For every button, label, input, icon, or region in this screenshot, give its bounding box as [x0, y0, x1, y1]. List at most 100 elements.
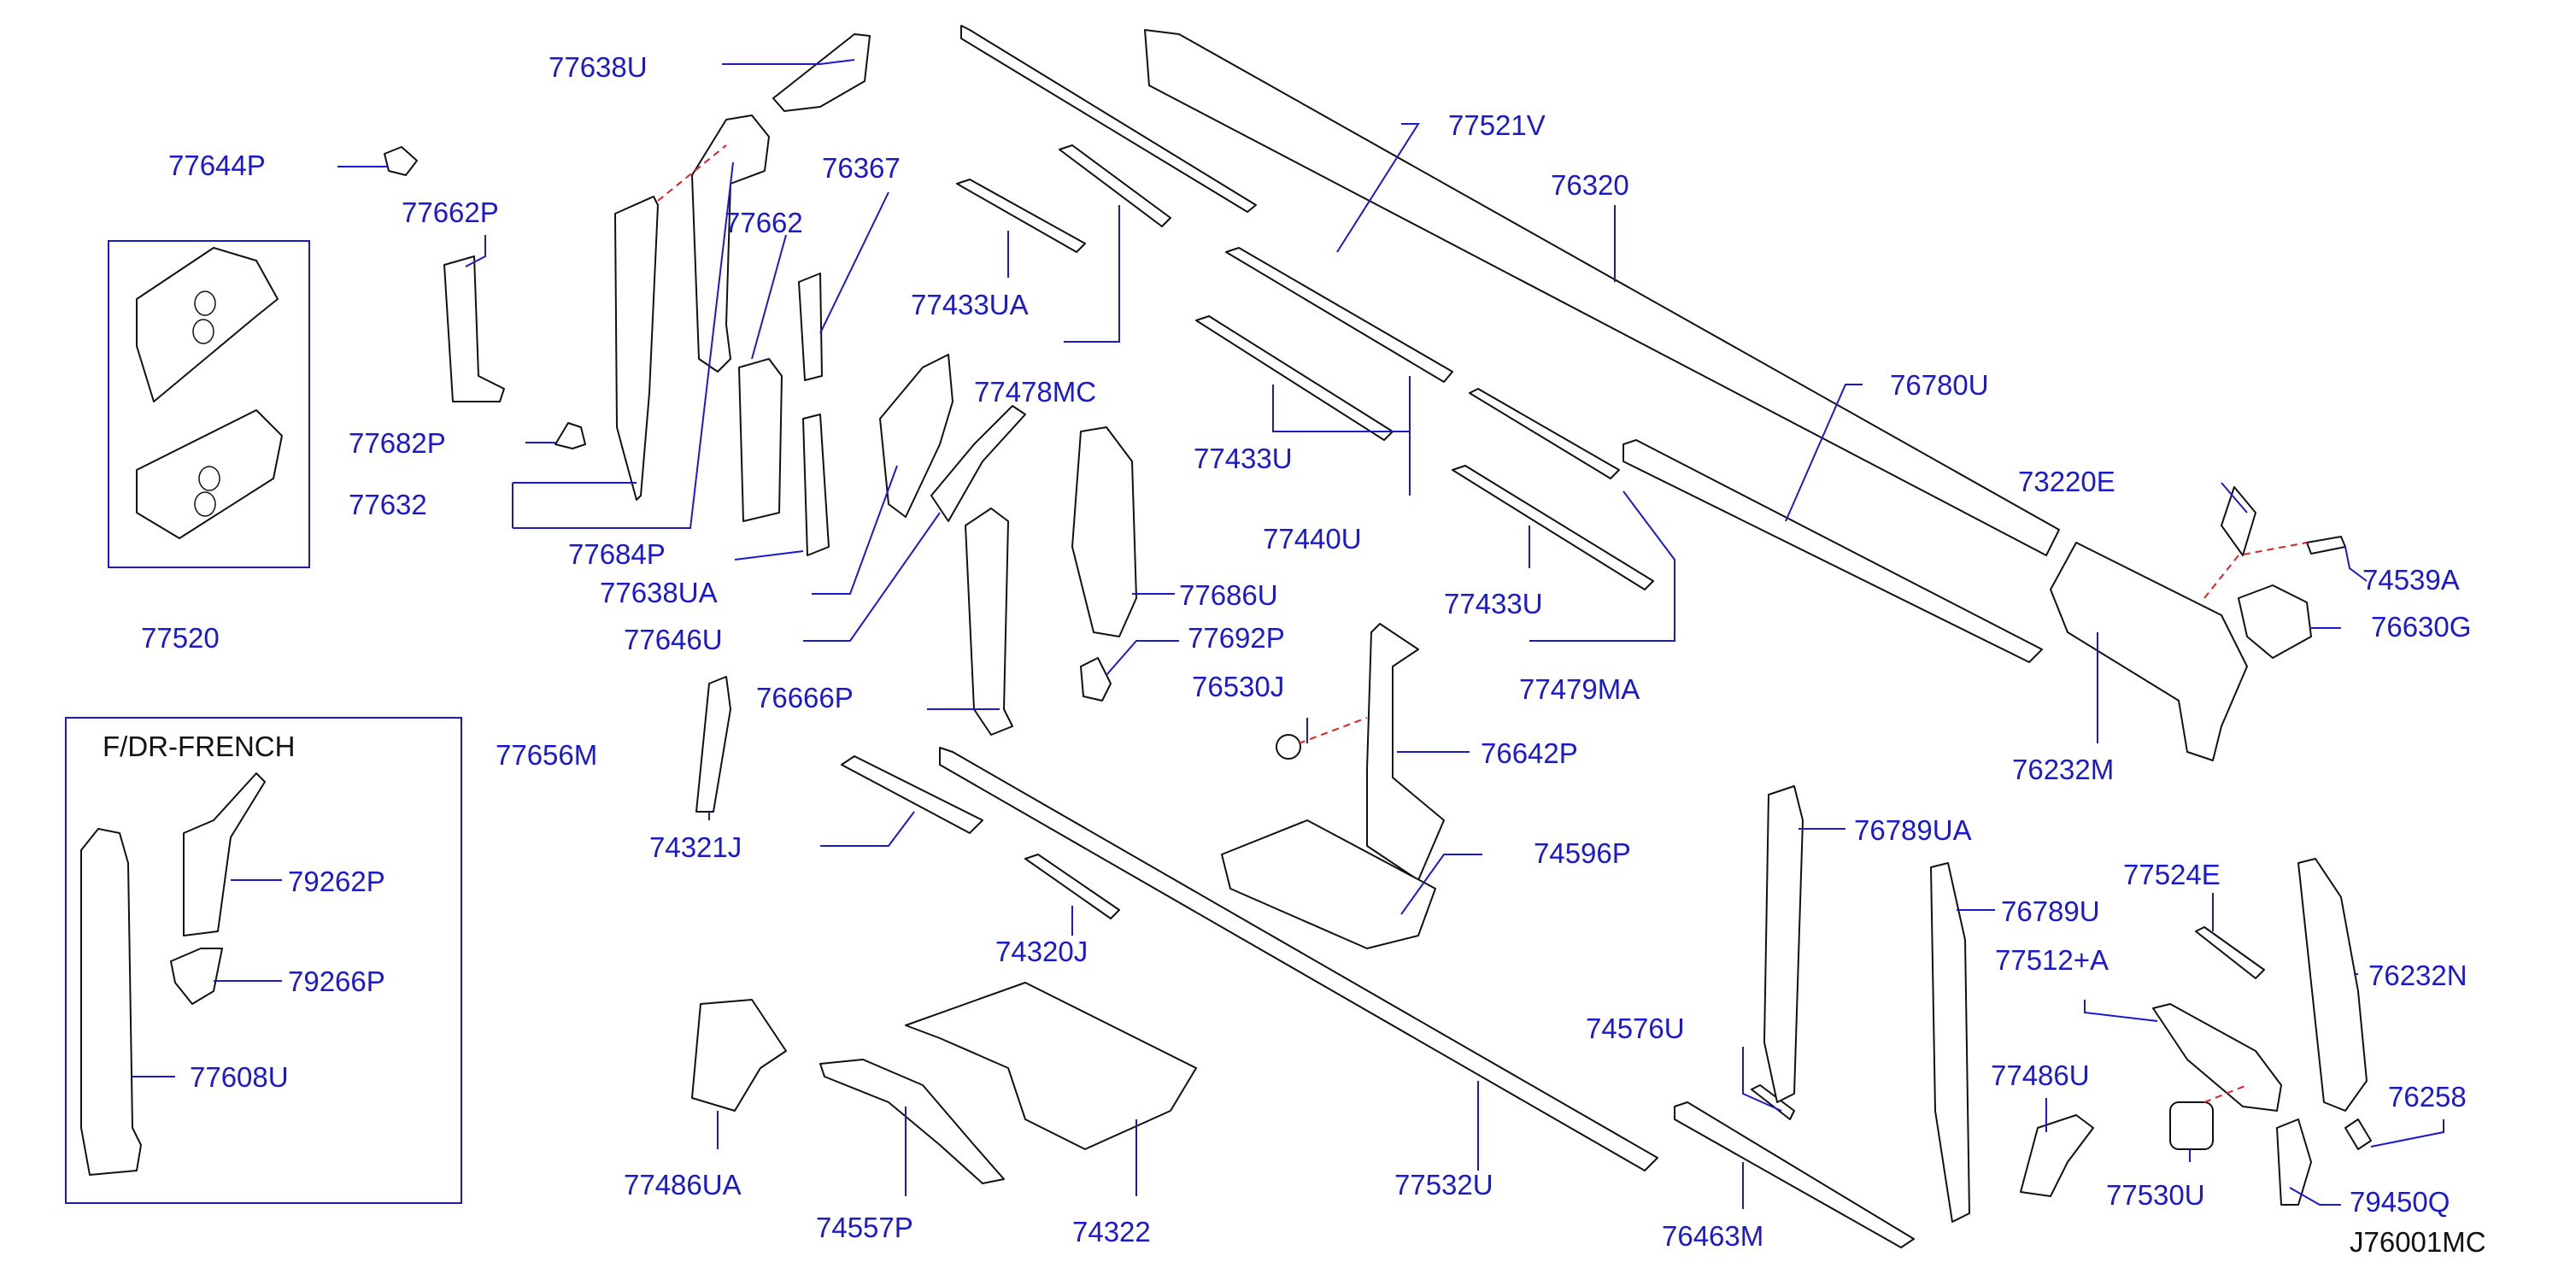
group-box-77520 [108, 240, 310, 568]
label-77530U: 77530U [2106, 1179, 2205, 1211]
part-76666P [965, 508, 1013, 736]
part-76463M [1674, 1101, 1915, 1248]
label-76666P: 76666P [756, 682, 854, 713]
part-79262P [183, 772, 266, 936]
label-79266P: 79266P [288, 966, 385, 997]
label-77532U: 77532U [1394, 1169, 1493, 1200]
part-79450Q [2276, 1118, 2312, 1206]
part-77486UA [691, 999, 787, 1112]
label-76232M: 76232M [2012, 754, 2114, 785]
part-77662P [443, 255, 505, 402]
label-77521V: 77521V [1448, 109, 1546, 141]
label-77433UA: 77433UA [911, 289, 1029, 320]
dashed-link-d [2203, 1084, 2248, 1103]
label-77686U: 77686U [1179, 579, 1278, 611]
part-77682P [555, 422, 586, 449]
part-76789U [1930, 862, 1970, 1223]
label-77692P: 77692P [1188, 622, 1285, 654]
label-79262P: 79262P [288, 866, 385, 897]
part-77686U [1071, 426, 1137, 637]
label-77486U: 77486U [1991, 1060, 2090, 1091]
part-76232M [2050, 542, 2248, 761]
label-77644P: 77644P [168, 150, 266, 181]
label-76789U: 76789U [2001, 895, 2100, 927]
label-77662P: 77662P [402, 197, 499, 228]
label-76780U: 76780U [1890, 369, 1989, 401]
part-76232N [2297, 858, 2368, 1112]
dashed-link-c [2203, 542, 2308, 599]
part-77646U-arm [930, 405, 1026, 522]
part-77524E [2195, 926, 2265, 979]
label-76258: 76258 [2388, 1081, 2467, 1112]
label-77632: 77632 [349, 489, 427, 520]
label-74596P: 74596P [1534, 837, 1631, 869]
part-76367 [798, 273, 823, 381]
part-77656M [695, 676, 731, 813]
part-77479MA [1469, 388, 1620, 479]
label-77662: 77662 [725, 207, 803, 238]
dashed-link-b [1298, 717, 1368, 744]
part-77512A [2152, 1003, 2282, 1112]
part-77644P [384, 146, 418, 176]
part-77530U [2169, 1101, 2214, 1150]
part-74320J [1024, 854, 1120, 919]
label-73220E: 73220E [2018, 466, 2115, 497]
part-76320 [1144, 29, 2060, 556]
label-74539A: 74539A [2362, 564, 2460, 596]
label-76367: 76367 [822, 152, 901, 184]
inset-box-french-door [65, 717, 462, 1204]
label-77433U-a: 77433U [1194, 443, 1293, 474]
parts-line-art [80, 25, 2372, 1248]
label-77433U-b: 77433U [1444, 588, 1543, 619]
part-77520-lower [136, 409, 283, 539]
part-74322 [905, 982, 1197, 1150]
part-76630G [2238, 584, 2312, 659]
label-74321J: 74321J [649, 831, 742, 863]
part-77638U [772, 33, 871, 112]
part-77532U [939, 747, 1658, 1171]
part-77608U [80, 828, 142, 1176]
part-74539A [2306, 536, 2346, 555]
label-77486UA: 77486UA [624, 1169, 742, 1200]
label-77646U: 77646U [624, 624, 723, 655]
label-76789UA: 76789UA [1854, 814, 1972, 846]
label-77684P: 77684P [568, 538, 666, 570]
label-74322: 74322 [1072, 1216, 1151, 1247]
label-77682P: 77682P [349, 427, 446, 459]
part-77632 [614, 196, 659, 501]
part-77521V [960, 25, 1257, 213]
part-labels: 77638U 77644P 77662P 77662 76367 77682P … [103, 51, 2486, 1258]
diagram-id: J76001MC [2350, 1226, 2486, 1258]
part-74321J [841, 755, 983, 834]
part-77692P [1080, 657, 1112, 702]
label-76320: 76320 [1551, 169, 1629, 201]
part-77486U [2020, 1114, 2094, 1197]
part-77520-upper [136, 247, 279, 402]
label-79450Q: 79450Q [2350, 1186, 2450, 1218]
label-76642P: 76642P [1481, 737, 1578, 769]
label-77512A: 77512+A [1995, 944, 2109, 976]
part-77638UA [802, 414, 830, 556]
part-77478MC [1059, 144, 1171, 227]
part-74596P [1221, 819, 1436, 949]
label-77524E: 77524E [2123, 859, 2221, 890]
part-77684P [691, 114, 770, 373]
label-77479MA: 77479MA [1519, 673, 1640, 705]
label-77440U: 77440U [1263, 523, 1362, 555]
leader-lines [132, 59, 2444, 1209]
part-77433UA [956, 179, 1086, 253]
part-76780U [1622, 439, 2043, 663]
label-77520: 77520 [141, 622, 220, 654]
part-76789UA [1763, 785, 1804, 1103]
part-76258 [2344, 1118, 2372, 1150]
part-76642P [1366, 623, 1445, 881]
part-77662 [738, 358, 783, 522]
inset-title: F/DR-FRENCH [103, 731, 295, 762]
part-76530J [1276, 734, 1301, 760]
part-77646U [879, 354, 954, 518]
label-76630G: 76630G [2371, 611, 2471, 643]
label-77656M: 77656M [496, 739, 597, 771]
part-74557P [819, 1059, 1005, 1184]
part-77440U [1225, 247, 1453, 383]
